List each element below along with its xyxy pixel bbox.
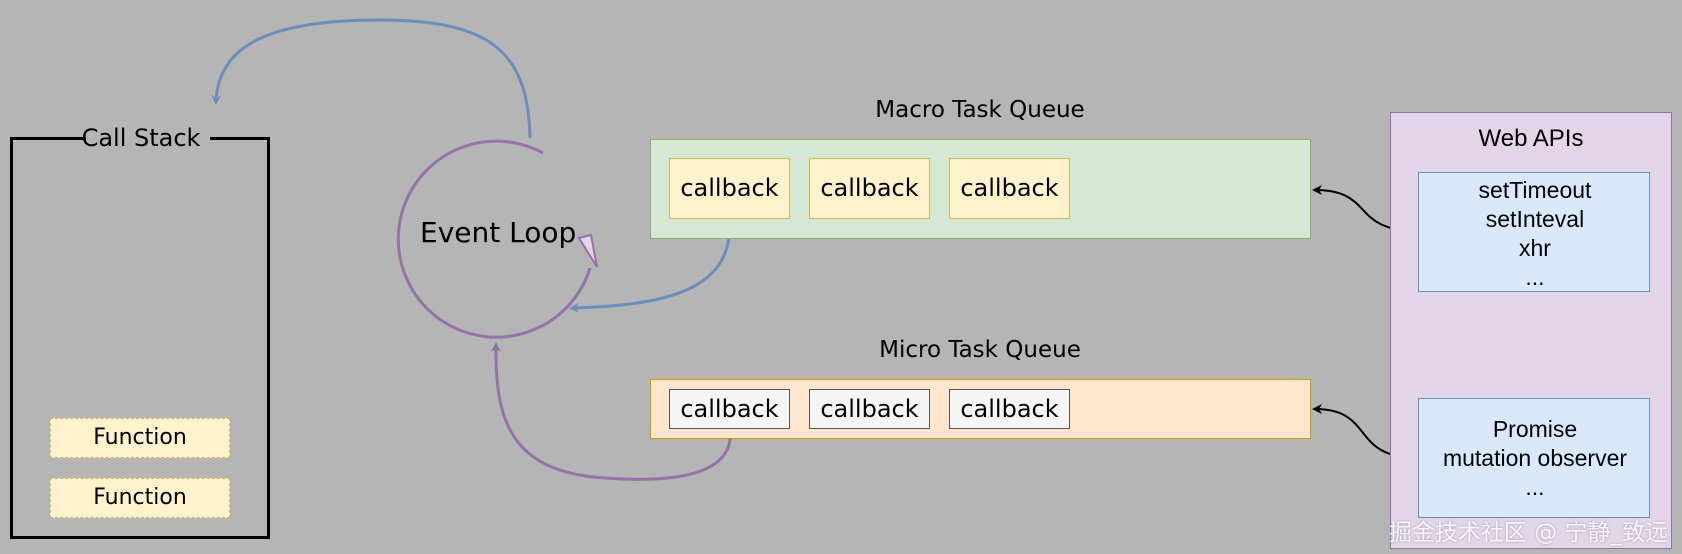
api-source-item: mutation observer: [1442, 445, 1628, 471]
call-stack-container: [10, 137, 270, 539]
call-stack-top-right: [210, 137, 270, 140]
event-loop-circle: [396, 139, 592, 339]
loop-to-stack-arrow: [211, 18, 532, 139]
api-source-item: setInteval: [1485, 206, 1585, 232]
micro-callback: callback: [669, 389, 790, 429]
web-apis-title: Web APIs: [1478, 125, 1584, 152]
call-stack-top-left: [10, 137, 86, 140]
micro-queue-title: Micro Task Queue: [879, 337, 1081, 363]
macro-callback: callback: [809, 158, 930, 219]
micro-sources-box: Promise mutation observer ...: [1418, 398, 1650, 518]
call-stack-frame: Function: [50, 478, 230, 518]
macro-callback: callback: [669, 158, 790, 219]
micro-callback: callback: [809, 389, 930, 429]
call-stack-frame: Function: [50, 418, 230, 458]
watermark-text: 掘金技术社区 @ 宁静_致远: [1388, 520, 1668, 546]
macro-queue-title: Macro Task Queue: [875, 97, 1085, 123]
macro-sources-box: setTimeout setInteval xhr ...: [1418, 172, 1650, 292]
api-source-item: Promise: [1492, 416, 1578, 442]
event-loop-label: Event Loop: [420, 216, 577, 249]
event-loop-arrowhead-icon: [577, 233, 598, 268]
call-stack-title: Call Stack: [81, 124, 201, 152]
api-source-item: setTimeout: [1478, 177, 1592, 203]
micro-to-loop-arrow: [490, 342, 732, 481]
macro-to-loop-arrow: [569, 219, 732, 313]
micro-callback: callback: [949, 389, 1070, 429]
api-source-item: ...: [1525, 264, 1545, 290]
api-source-item: ...: [1525, 474, 1545, 500]
macro-callback: callback: [949, 158, 1070, 219]
api-source-item: xhr: [1519, 235, 1551, 261]
